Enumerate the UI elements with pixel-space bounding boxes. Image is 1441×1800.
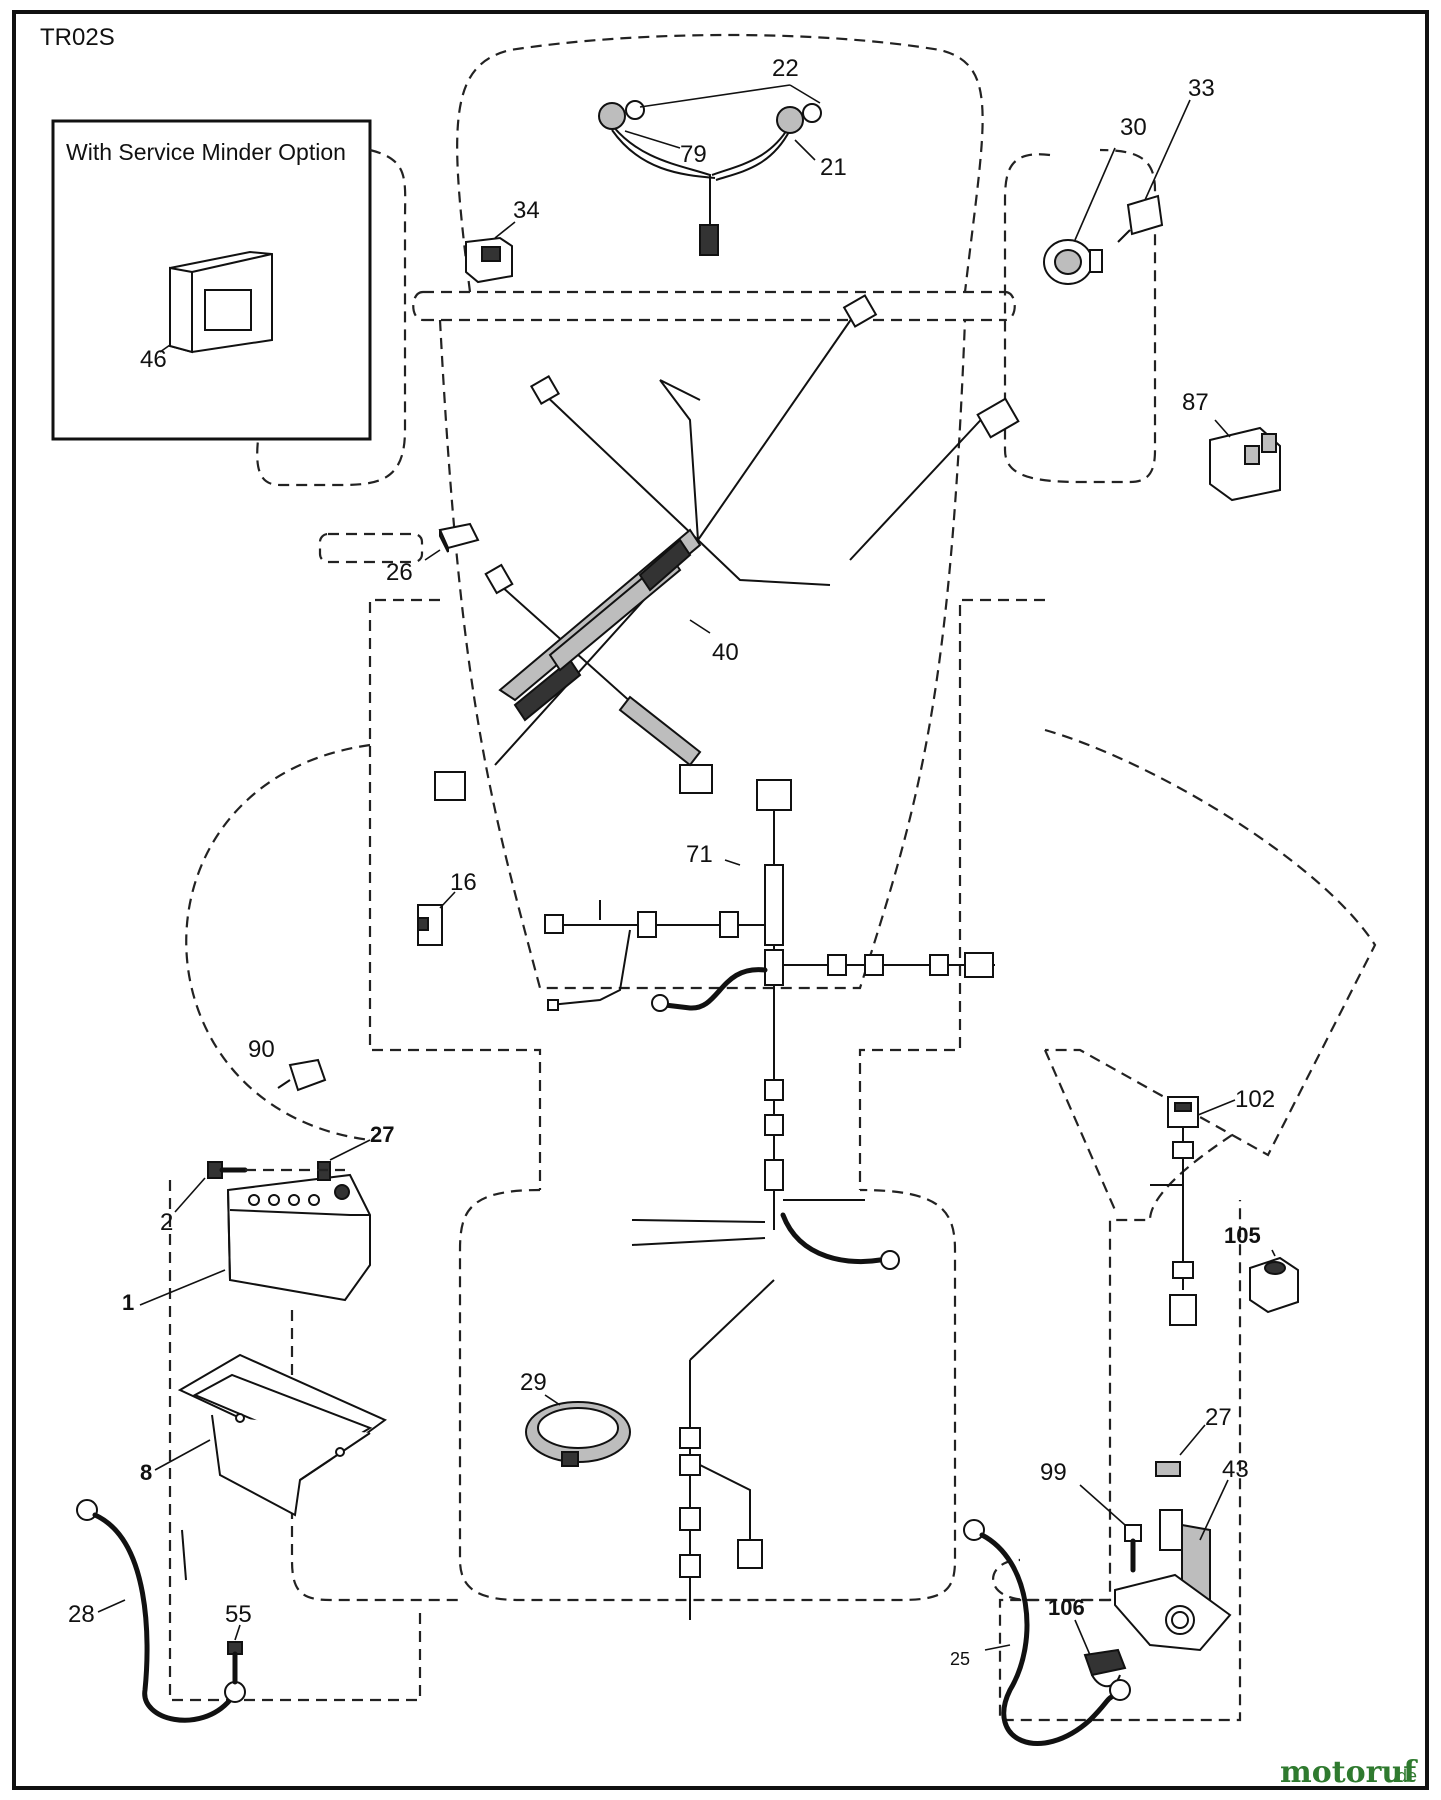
callout-27a: 27 bbox=[370, 1122, 394, 1147]
callout-43: 43 bbox=[1222, 1456, 1249, 1483]
key-33 bbox=[1117, 99, 1191, 243]
battery-tray-8 bbox=[154, 1353, 387, 1517]
ignition-switch-30 bbox=[1043, 147, 1116, 285]
battery-1 bbox=[139, 1173, 371, 1306]
callout-46: 46 bbox=[140, 346, 167, 373]
callout-30: 30 bbox=[1120, 114, 1147, 141]
main-harness-40 bbox=[434, 294, 1020, 801]
callout-25: 25 bbox=[950, 1649, 970, 1669]
svg-text:.de: .de bbox=[1392, 1766, 1417, 1786]
hour-meter-part bbox=[169, 250, 273, 354]
frame-outlines bbox=[168, 33, 1377, 1722]
callout-106: 106 bbox=[1048, 1595, 1085, 1620]
watermark-logo: motoruf .de bbox=[1280, 1755, 1418, 1790]
nut-27-battery bbox=[245, 1139, 371, 1181]
callout-40: 40 bbox=[712, 639, 739, 666]
callout-99: 99 bbox=[1040, 1459, 1067, 1486]
callout-105: 105 bbox=[1224, 1223, 1261, 1248]
pto-switch-87 bbox=[1209, 419, 1281, 502]
outer-frame bbox=[12, 10, 1429, 1790]
service-minder-inset: With Service Minder Option 46 bbox=[51, 119, 372, 441]
callout-34: 34 bbox=[513, 197, 540, 224]
cable-25 bbox=[963, 1519, 1131, 1746]
relay-26 bbox=[424, 522, 480, 561]
callout-1: 1 bbox=[122, 1290, 134, 1315]
screw-55 bbox=[227, 1624, 243, 1685]
grommet-29 bbox=[525, 1394, 631, 1467]
callout-29: 29 bbox=[520, 1369, 547, 1396]
callout-28: 28 bbox=[68, 1601, 95, 1628]
clip-106 bbox=[1074, 1619, 1127, 1688]
callout-102: 102 bbox=[1235, 1086, 1275, 1113]
callout-27b: 27 bbox=[1205, 1404, 1232, 1431]
callout-79: 79 bbox=[680, 141, 707, 168]
cable-28 bbox=[76, 1499, 246, 1723]
callout-22: 22 bbox=[772, 55, 799, 82]
switch-34 bbox=[465, 236, 513, 284]
callout-90: 90 bbox=[248, 1036, 275, 1063]
callout-21: 21 bbox=[820, 154, 847, 181]
inset-title: With Service Minder Option bbox=[66, 139, 346, 165]
callout-71: 71 bbox=[686, 841, 713, 868]
solenoid-105 bbox=[1249, 1249, 1299, 1314]
callout-55: 55 bbox=[225, 1601, 252, 1628]
callout-2: 2 bbox=[160, 1209, 173, 1236]
svg-text:motoruf: motoruf bbox=[1280, 1755, 1418, 1790]
callout-33: 33 bbox=[1188, 75, 1215, 102]
part-90 bbox=[277, 1058, 327, 1092]
relay-102 bbox=[1150, 1096, 1236, 1326]
callout-8: 8 bbox=[140, 1460, 152, 1485]
callout-87: 87 bbox=[1182, 389, 1209, 416]
part-16 bbox=[417, 891, 456, 946]
bolt-99 bbox=[1079, 1484, 1142, 1573]
solenoid-43 bbox=[1114, 1424, 1232, 1652]
headlight-harness bbox=[598, 84, 822, 256]
callout-16: 16 bbox=[450, 869, 477, 896]
harness-71 bbox=[544, 779, 995, 1620]
callout-26: 26 bbox=[386, 559, 413, 586]
bolt-2 bbox=[174, 1161, 248, 1213]
drawing-code: TR02S bbox=[40, 24, 115, 51]
